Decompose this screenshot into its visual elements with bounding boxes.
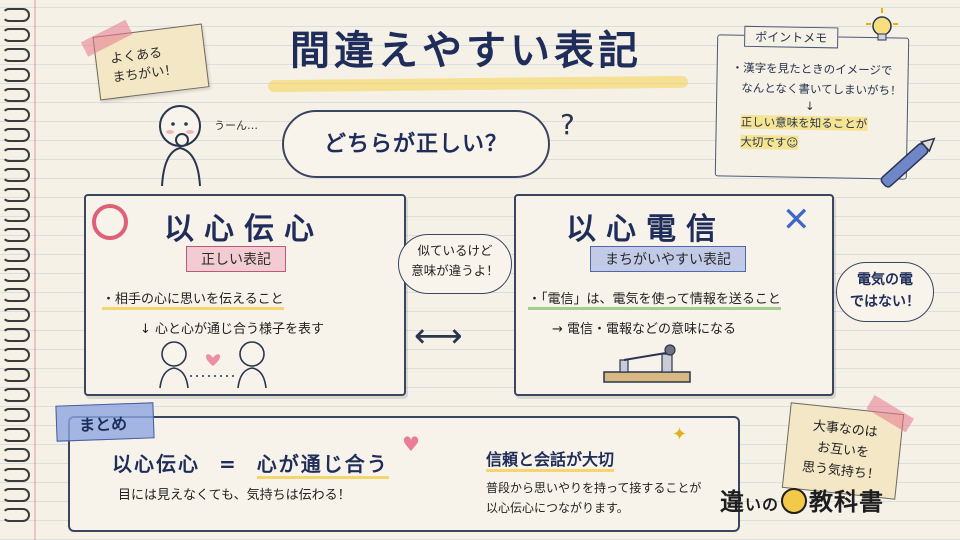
spiral-ring [2,188,30,202]
lightbulb-icon [866,8,898,41]
summary-eq-sign: = [218,452,238,476]
spiral-ring [2,268,30,282]
spiral-ring [2,8,30,22]
spiral-ring [2,428,30,442]
heart-icon: ♥ [402,432,420,456]
spiral-ring [2,248,30,262]
correct-circle-icon [92,204,128,240]
spiral-ring [2,328,30,342]
telegraph-key-illustration [603,344,691,383]
sparkle-icon: ✦ [672,424,688,445]
spiral-ring [2,48,30,62]
spiral-ring [2,208,30,222]
side-note-line-2: ではない！ [850,294,920,310]
logo-part-3: 教科書 [809,488,885,516]
question-text: どちらが正しい？ [323,132,508,157]
summary-label: まとめ [78,414,128,435]
logo-part-1: 違 [720,488,745,516]
pen-icon [880,137,936,188]
center-note-line-1: 似ているけど [417,243,493,258]
double-arrow-icon: ⟷ [414,316,463,356]
spiral-ring [2,288,30,302]
wrong-tag: まちがいやすい表記 [590,246,746,272]
memo-line-3: 正しい意味を知ることが [740,114,868,131]
correct-word: 以心伝心 [164,212,324,247]
memo-header: ポイントメモ [744,25,839,49]
spiral-binding [2,8,30,532]
summary-equation: 以心伝心 = 心が通じ合う [112,448,389,479]
spiral-ring [2,28,30,42]
side-note-bubble: 電気の電 ではない！ [836,262,934,322]
spiral-ring [2,68,30,82]
spiral-ring [2,388,30,402]
logo-bulb-icon [781,488,808,514]
wrong-bullet: ・「電信」は、電気を使って情報を送ること [528,292,781,310]
summary-left-sub: 目には見えなくても、気持ちは伝わる！ [118,488,351,503]
summary-box [68,416,740,532]
question-mark-icon: ? [560,108,575,141]
memo-line-4: 大切です☺ [740,134,799,150]
spiral-ring [2,448,30,462]
wrong-card [514,194,834,396]
correct-tag: 正しい表記 [186,246,286,272]
side-note-line-1: 電気の電 [857,272,913,288]
spiral-ring [2,468,30,482]
thinking-person-illustration [159,105,201,187]
question-bubble: どちらが正しい？ [282,110,550,178]
summary-right-line-2: 以心伝心につながります。 [486,501,629,515]
sticky-note-common-mistake: よくある まちがい！ [80,19,210,101]
site-logo: 違いの 教科書 [720,482,884,517]
spiral-ring [2,348,30,362]
spiral-ring [2,148,30,162]
spiral-ring [2,508,30,522]
spiral-ring [2,488,30,502]
wrong-sub: → 電信・電報などの意味になる [552,322,737,337]
wrong-cross-icon: ✕ [782,200,811,240]
spiral-ring [2,308,30,322]
summary-eq-right: 心が通じ合う [256,452,389,479]
logo-part-2: いの [745,495,780,514]
spiral-ring [2,168,30,182]
correct-bullet: ・相手の心に思いを伝えること [102,292,284,310]
spiral-ring [2,88,30,102]
spiral-ring [2,408,30,422]
spiral-ring [2,108,30,122]
two-people-heart-illustration [159,341,267,389]
correct-sub: ↓ 心と心が通じ合う様子を表す [140,322,325,337]
wrong-word: 以心電信 [566,212,726,247]
spiral-ring [2,128,30,142]
center-note-bubble: 似ているけど 意味が違うよ！ [398,234,512,294]
page-title: 間違えやすい表記 [290,28,642,74]
memo-line-2: なんとなく書いてしまいがち！ [741,80,902,98]
summary-label-tag: まとめ [55,402,155,442]
center-note-line-2: 意味が違うよ！ [411,263,499,278]
spiral-ring [2,228,30,242]
summary-right-line-1: 普段から思いやりを持って接することが [486,481,702,495]
summary-eq-left: 以心伝心 [112,452,200,476]
summary-right-head: 信頼と会話が大切 [486,450,615,472]
thinking-sound: うーん… [214,119,258,132]
spiral-ring [2,368,30,382]
